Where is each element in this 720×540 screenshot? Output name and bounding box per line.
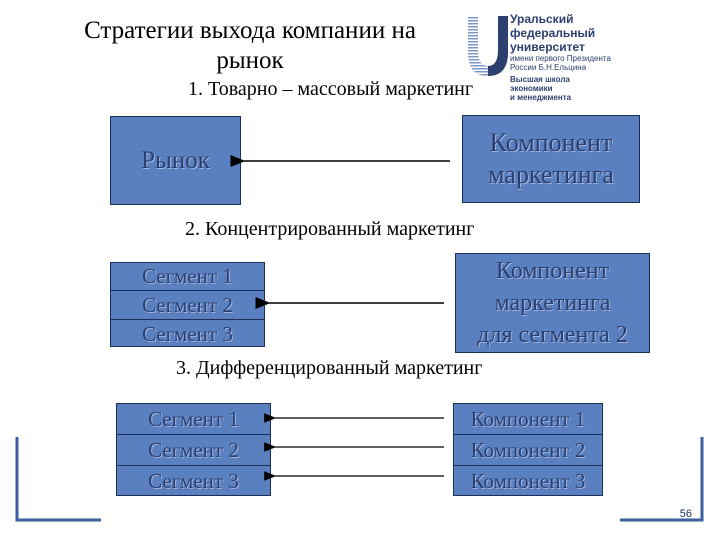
component-line: Компонент bbox=[495, 258, 610, 284]
university-logo: Уральский федеральный университет имени … bbox=[466, 12, 616, 102]
market-box: Рынок bbox=[110, 116, 241, 205]
logo-line: экономики bbox=[510, 84, 553, 93]
component-label: Компонент 1 bbox=[454, 404, 602, 435]
marketing-component-box: Компонент маркетинга bbox=[462, 115, 640, 203]
segment-label: Сегмент 3 bbox=[148, 468, 239, 493]
component-line: для сегмента 2 bbox=[477, 322, 628, 348]
segment-label: Сегмент 1 bbox=[111, 262, 264, 291]
page-number: 56 bbox=[679, 508, 692, 520]
logo-text: Уральский федеральный университет имени … bbox=[510, 12, 611, 102]
logo-line: университет bbox=[510, 40, 585, 54]
logo-line: федеральный bbox=[510, 26, 596, 40]
frame-corner-right bbox=[620, 437, 704, 522]
segments-box-concentrated: Сегмент 1 Сегмент 2 Сегмент 3 bbox=[110, 262, 265, 347]
component-segment2-box: Компонент маркетинга для сегмента 2 bbox=[455, 253, 650, 353]
frame-corner-left bbox=[15, 437, 101, 522]
slide-title-line2: рынок bbox=[216, 47, 284, 74]
section3-heading: 3. Дифференцированный маркетинг bbox=[176, 357, 483, 379]
component-label: Компонент 2 bbox=[454, 435, 602, 466]
component-line: маркетинга bbox=[488, 160, 614, 189]
slide-title-line1: Стратегии выхода компании на bbox=[84, 17, 416, 44]
logo-line: России Б.Н.Ельцина bbox=[510, 63, 587, 72]
segment-label: Сегмент 3 bbox=[142, 321, 233, 346]
slide-title: Стратегии выхода компании на рынок bbox=[40, 16, 460, 76]
components-box-differentiated: Компонент 1 Компонент 2 Компонент 3 bbox=[453, 403, 603, 496]
logo-line: имени первого Президента bbox=[510, 54, 611, 63]
logo-line: Высшая школа bbox=[510, 75, 570, 84]
market-label: Рынок bbox=[141, 146, 210, 174]
section2-heading: 2. Концентрированный маркетинг bbox=[185, 218, 475, 240]
segment-label: Сегмент 2 bbox=[111, 291, 264, 320]
section1-heading: 1. Товарно – массовый маркетинг bbox=[188, 78, 474, 100]
segments-box-differentiated: Сегмент 1 Сегмент 2 Сегмент 3 bbox=[116, 403, 271, 496]
component-line: маркетинга bbox=[494, 290, 611, 316]
logo-line: и менеджмента bbox=[510, 93, 572, 102]
ural-university-emblem-icon bbox=[468, 16, 508, 76]
segment-label: Сегмент 2 bbox=[117, 435, 270, 466]
segment-label: Сегмент 1 bbox=[117, 404, 270, 435]
component-label: Компонент 3 bbox=[470, 468, 586, 493]
logo-line: Уральский bbox=[510, 12, 574, 26]
component-line: Компонент bbox=[489, 128, 613, 157]
